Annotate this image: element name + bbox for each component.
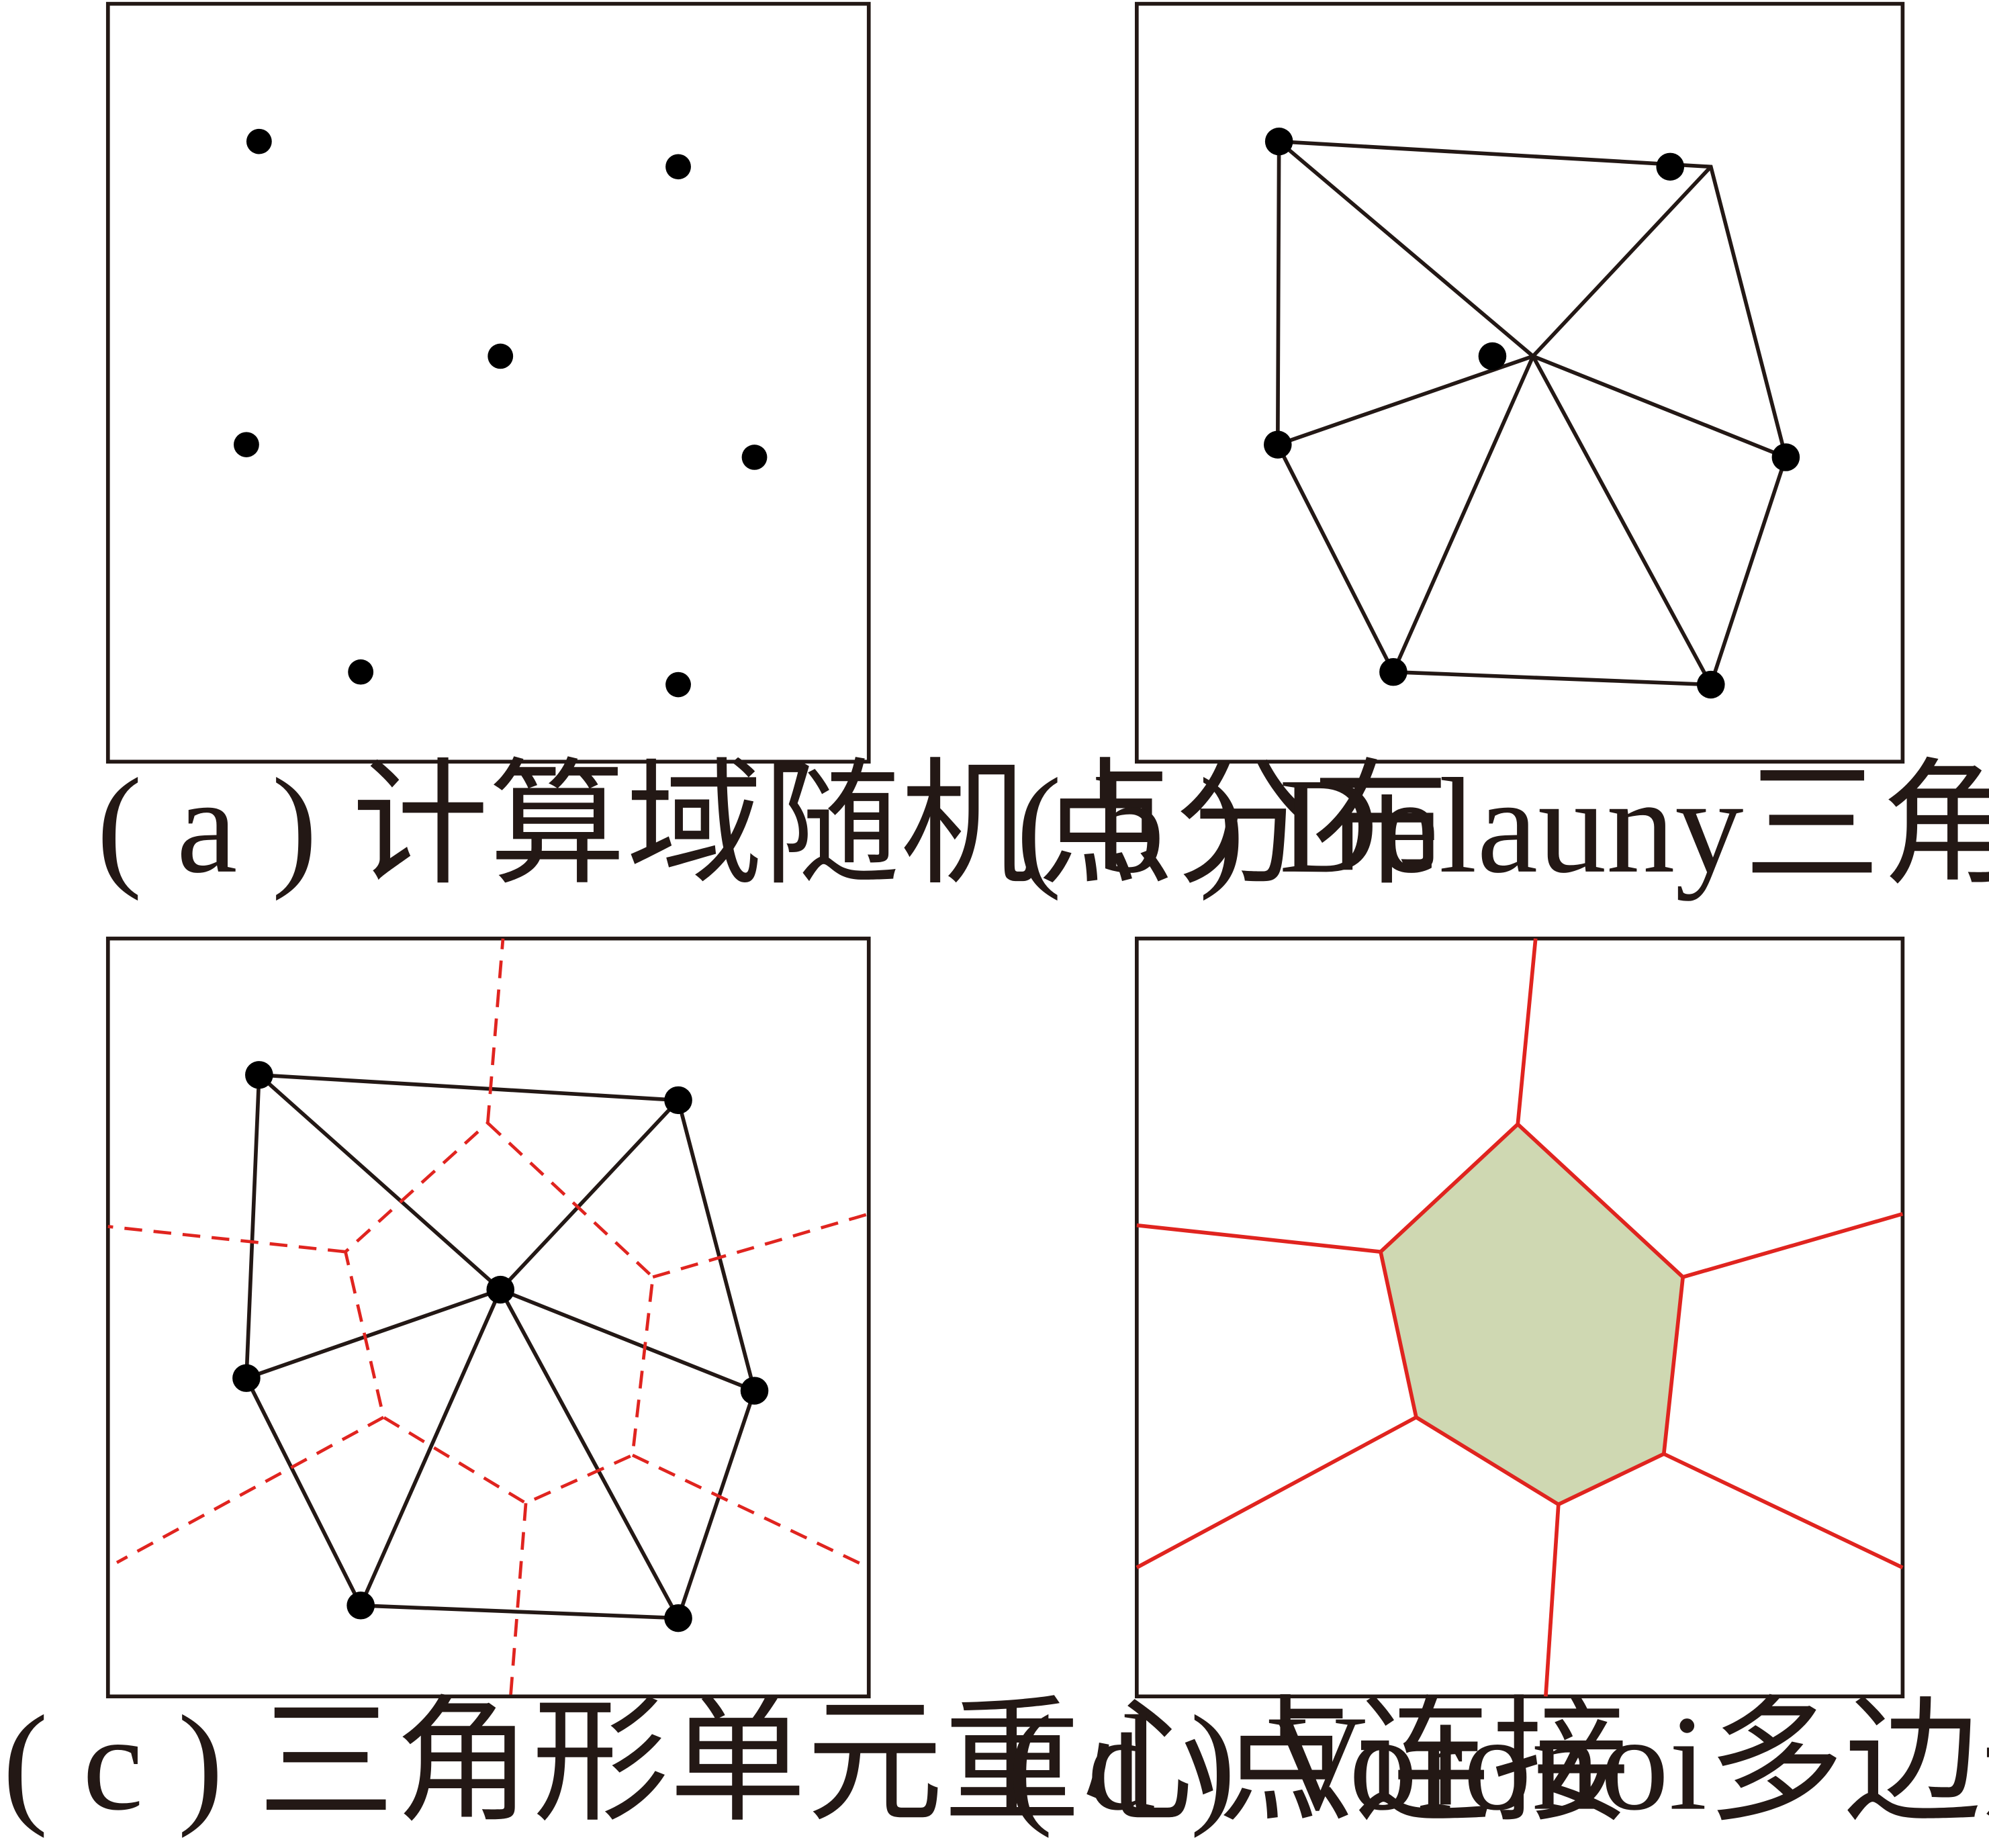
triangle-edge bbox=[1532, 354, 1787, 459]
panel-b-caption: ( b ) Delauny三角形网格生成 bbox=[1016, 750, 1989, 901]
point bbox=[1696, 670, 1725, 699]
point bbox=[1379, 658, 1407, 686]
point bbox=[1263, 430, 1292, 459]
point bbox=[1656, 152, 1685, 181]
point bbox=[1771, 443, 1800, 471]
voronoi-edge bbox=[1682, 1211, 1904, 1279]
voronoi-edge bbox=[1516, 938, 1538, 1125]
panel-c-centroid-links bbox=[107, 938, 870, 1697]
point bbox=[348, 659, 374, 685]
centroid-ray bbox=[631, 1453, 870, 1569]
triangle-edge bbox=[246, 1287, 502, 1380]
triangulation-hull bbox=[1275, 139, 1788, 687]
voronoi-edge bbox=[1136, 1223, 1381, 1254]
triangle-edge bbox=[1277, 140, 1534, 358]
centroid-ray bbox=[107, 1225, 346, 1254]
centroid-ray bbox=[485, 938, 505, 1123]
triangulation-hull bbox=[244, 1072, 757, 1620]
triangle-edge bbox=[499, 1099, 680, 1291]
centroid-ray bbox=[652, 1212, 870, 1279]
point bbox=[1264, 127, 1293, 156]
panel-a: ( a ) 计算域随机点分布 bbox=[97, 1, 1449, 902]
triangle-edge bbox=[1531, 165, 1712, 358]
panel-a-frame bbox=[105, 1, 871, 764]
point bbox=[246, 128, 272, 154]
panel-b-points bbox=[1263, 127, 1800, 699]
panel-a-caption: ( a ) 计算域随机点分布 bbox=[97, 750, 1449, 901]
point bbox=[740, 1377, 769, 1405]
voronoi-edge bbox=[1544, 1504, 1561, 1697]
panel-d-caption: ( d ) Voronoi多边形块体生成 bbox=[1007, 1688, 1989, 1839]
voronoi-center-cell bbox=[1378, 1121, 1685, 1507]
triangle-edge bbox=[359, 1289, 502, 1606]
panel-b: ( b ) Delauny三角形网格生成 bbox=[1016, 1, 1989, 902]
point bbox=[664, 1604, 692, 1632]
point bbox=[245, 1061, 273, 1089]
triangle-edge bbox=[498, 1289, 680, 1619]
point bbox=[486, 1275, 515, 1304]
panel-d: ( d ) Voronoi多边形块体生成 bbox=[1007, 936, 1989, 1839]
point bbox=[488, 343, 514, 369]
panel-a-points bbox=[234, 128, 768, 698]
voronoi-edge bbox=[1663, 1452, 1904, 1569]
triangle-edge bbox=[500, 1287, 755, 1393]
centroid-ray bbox=[509, 1503, 528, 1697]
point bbox=[346, 1591, 375, 1620]
point bbox=[232, 1364, 261, 1392]
panel-b-triangle-edges bbox=[1275, 139, 1788, 687]
panel-c-caption: ( c ) 三角形单元重心点连接 bbox=[3, 1688, 1630, 1839]
centroid-ray bbox=[115, 1416, 385, 1564]
panel-b-frame bbox=[1135, 1, 1905, 764]
point bbox=[665, 154, 691, 180]
point bbox=[664, 1086, 692, 1115]
point bbox=[741, 445, 768, 470]
panel-c-frame bbox=[105, 936, 871, 1699]
triangle-edge bbox=[1531, 355, 1713, 686]
triangle-edge bbox=[1277, 354, 1534, 447]
triangle-edge bbox=[257, 1073, 502, 1291]
voronoi-edge bbox=[1136, 1416, 1418, 1569]
point bbox=[234, 432, 259, 457]
panel-c: ( c ) 三角形单元重心点连接 bbox=[3, 936, 1630, 1839]
point bbox=[1478, 342, 1507, 371]
point bbox=[665, 672, 691, 698]
panel-c-triangle-edges bbox=[244, 1072, 757, 1620]
panel-d-voronoi-edges bbox=[1136, 938, 1904, 1697]
triangle-edge bbox=[1391, 355, 1535, 673]
centroid-polygon bbox=[343, 1121, 655, 1506]
panel-d-frame bbox=[1135, 936, 1905, 1699]
panel-c-points bbox=[232, 1061, 769, 1632]
